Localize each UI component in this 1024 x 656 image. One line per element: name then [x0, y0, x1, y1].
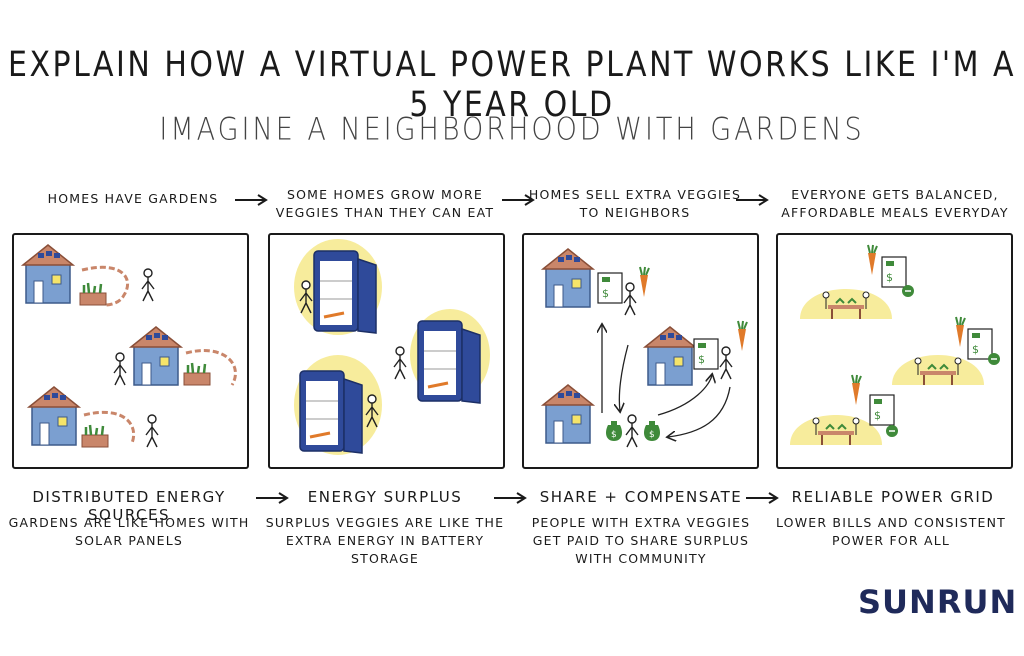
- concept-title-3: Share + compensate: [539, 488, 743, 506]
- house-icon: [130, 326, 182, 386]
- dining-table-icon: [789, 414, 883, 446]
- invoice-icon: [869, 394, 895, 426]
- carrot-icon: [955, 316, 966, 348]
- house-icon: [644, 326, 696, 386]
- arrow-right-icon: [235, 194, 268, 206]
- coin-icon: [987, 352, 1001, 366]
- carrot-icon: [639, 266, 650, 298]
- garden-box-icon: [80, 423, 110, 449]
- arrow-right-icon: [494, 492, 527, 504]
- garden-box-icon: [78, 281, 108, 307]
- invoice-icon: [597, 272, 623, 304]
- house-icon: [22, 244, 74, 304]
- money-bag-icon: [606, 421, 622, 441]
- page-subtitle: Imagine a neighborhood with gardens: [159, 111, 865, 148]
- coin-icon: [901, 284, 915, 298]
- panel-energy-surplus: [268, 233, 505, 469]
- panel-homes-gardens: [12, 233, 249, 469]
- house-icon: [28, 386, 80, 446]
- panel-share-compensate: $ $: [522, 233, 759, 469]
- arrow-right-icon: [502, 194, 535, 206]
- arrow-right-icon: [746, 492, 779, 504]
- coin-icon: [885, 424, 899, 438]
- money-bag-icon: [644, 421, 660, 441]
- dining-table-icon: [799, 288, 893, 320]
- person-icon: [393, 346, 407, 380]
- house-icon: [542, 248, 594, 308]
- arrow-right-icon: [256, 492, 289, 504]
- concept-title-4: Reliable power grid: [791, 488, 995, 506]
- panel-reliable-grid: [776, 233, 1013, 469]
- person-icon: [625, 414, 639, 448]
- concept-desc-1: Gardens are like homes with solar panels: [8, 515, 250, 548]
- step-caption-1: Homes have gardens: [47, 191, 219, 206]
- concept-title-1: Distributed energy sources: [32, 488, 226, 524]
- invoice-icon: [693, 338, 719, 370]
- carrot-icon: [867, 244, 878, 276]
- concept-title-2: Energy surplus: [307, 488, 463, 506]
- concept-desc-4: Lower bills and consistent power for all: [775, 515, 1007, 548]
- carrot-icon: [737, 320, 748, 352]
- brand-logo: SUNRUN: [858, 583, 1018, 621]
- person-icon: [145, 414, 159, 448]
- house-icon: [542, 384, 594, 444]
- person-icon: [623, 282, 637, 316]
- concept-desc-3: People with extra veggies get paid to sh…: [531, 515, 751, 566]
- page-title: Explain how a virtual power plant works …: [7, 44, 1017, 126]
- step-caption-3: Homes sell extra veggies to neighbors: [528, 187, 742, 220]
- step-caption-4: Everyone gets balanced, affordable meals…: [781, 187, 1009, 220]
- step-caption-2: Some homes grow more veggies than they c…: [275, 187, 495, 220]
- fridge-icon: [312, 249, 378, 335]
- person-icon: [141, 268, 155, 302]
- concept-desc-2: Surplus veggies are like the extra energ…: [265, 515, 505, 566]
- person-icon: [113, 352, 127, 386]
- invoice-icon: [881, 256, 907, 288]
- invoice-icon: [967, 328, 993, 360]
- arrow-right-icon: [736, 194, 769, 206]
- fridge-icon: [298, 369, 364, 455]
- carrot-icon: [851, 374, 862, 406]
- person-icon: [719, 346, 733, 380]
- garden-box-icon: [182, 361, 212, 387]
- fridge-icon: [416, 319, 482, 405]
